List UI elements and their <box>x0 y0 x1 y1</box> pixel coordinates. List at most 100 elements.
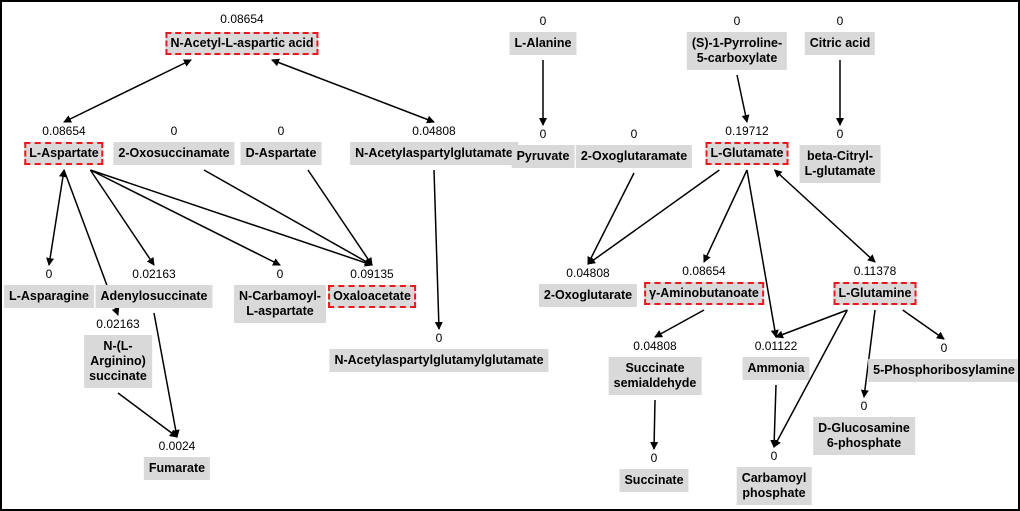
node-value: 0.04808 <box>412 124 456 138</box>
node-value: 0 <box>45 267 53 281</box>
edge-asp-to-naa <box>63 59 192 123</box>
node-label: Oxaloacetate <box>333 289 411 303</box>
edge-naag-to-naagg <box>433 169 443 330</box>
node-label: (S)-1-Pyrroline- <box>691 36 783 50</box>
node-value: 0 <box>770 449 778 463</box>
metabolite-node-naagg: N-Acetylaspartylglutamylglutamate <box>329 349 549 372</box>
metabolite-node-oxs: 2-Oxosuccinamate <box>113 142 235 165</box>
metabolite-node-dasp: D-Aspartate <box>240 142 322 165</box>
node-label: N-(L- <box>103 339 133 353</box>
metabolite-node-naa: N-Acetyl-L-aspartic acid <box>165 32 319 55</box>
node-label: L-Aspartate <box>29 146 99 160</box>
edge-glu-to-nh3 <box>746 169 779 338</box>
node-value: 0.02163 <box>96 317 140 331</box>
metabolite-node-args: N-(L-Arginino)succinate <box>84 335 152 388</box>
node-label: L-Alanine <box>514 36 572 50</box>
node-label: N-Acetylaspartylglutamate <box>355 146 513 160</box>
node-label: succinate <box>89 369 147 383</box>
metabolite-node-nh3: Ammonia <box>742 357 810 380</box>
node-value: 0 <box>539 14 547 28</box>
node-value: 0.02163 <box>132 267 176 281</box>
node-label: 2-Oxoglutaramate <box>580 149 688 163</box>
node-label: N-Carbamoyl- <box>239 289 321 303</box>
node-value: 0 <box>435 331 443 345</box>
metabolite-node-asp: L-Aspartate <box>24 142 104 165</box>
edge-oxs-to-oaa <box>203 169 373 266</box>
node-label: L-Glutamate <box>710 146 784 160</box>
edge-dasp-to-oaa <box>307 169 373 266</box>
edge-asp-to-asn <box>46 169 67 266</box>
edge-gln-to-cp <box>773 309 848 448</box>
metabolite-node-ncasp: N-Carbamoyl-L-aspartate <box>234 285 326 323</box>
metabolite-node-cit: Citric acid <box>804 32 876 55</box>
edge-asp-to-ncasp <box>89 169 281 266</box>
edge-ogm-to-akg <box>587 172 635 265</box>
node-label: Adenylosuccinate <box>100 289 208 303</box>
node-label: phosphate <box>742 486 806 500</box>
node-label: L-aspartate <box>246 304 314 318</box>
node-value: 0.09135 <box>350 267 394 281</box>
metabolite-node-glu: L-Glutamate <box>705 142 789 165</box>
node-label: Fumarate <box>148 461 206 475</box>
node-value: 0 <box>940 341 948 355</box>
edge-naa-to-naag <box>271 58 435 124</box>
metabolite-node-bcg: beta-Citryl-L-glutamate <box>799 145 881 183</box>
node-label: Succinate <box>624 473 684 487</box>
metabolite-node-ados: Adenylosuccinate <box>95 285 213 308</box>
metabolite-node-akg: 2-Oxoglutarate <box>538 284 638 307</box>
node-label: Arginino) <box>90 354 146 368</box>
node-label: 6-phosphate <box>826 436 902 450</box>
metabolite-node-ogm: 2-Oxoglutaramate <box>575 145 693 168</box>
node-value: 0 <box>276 267 284 281</box>
node-label: L-Glutamine <box>838 286 912 300</box>
node-value: 0 <box>836 127 844 141</box>
node-value: 0.04808 <box>633 339 677 353</box>
node-value: 0 <box>277 124 285 138</box>
node-label: Carbamoyl <box>741 471 807 485</box>
node-label: 2-Oxosuccinamate <box>118 146 230 160</box>
edge-glu-to-gaba <box>703 169 748 263</box>
node-value: 0 <box>539 127 547 141</box>
node-label: γ-Aminobutanoate <box>649 286 759 300</box>
edge-args-to-fum <box>117 392 178 438</box>
metabolite-node-fum: Fumarate <box>143 457 211 480</box>
node-label: L-glutamate <box>804 164 876 178</box>
metabolite-node-succ: Succinate <box>619 469 689 492</box>
node-label: N-Acetylaspartylglutamylglutamate <box>334 353 544 367</box>
edge-ados-to-fum <box>153 312 180 438</box>
node-value: 0 <box>836 14 844 28</box>
node-value: 0 <box>860 399 868 413</box>
node-label: Pyruvate <box>516 149 570 163</box>
edge-gln-to-g6p <box>860 309 876 398</box>
node-label: semialdehyde <box>613 376 697 390</box>
metabolite-node-pyr: Pyruvate <box>511 145 575 168</box>
node-label: Citric acid <box>809 36 871 50</box>
node-value: 0.19712 <box>725 124 769 138</box>
node-label: N-Acetyl-L-aspartic acid <box>170 36 314 50</box>
node-label: D-Aspartate <box>245 146 317 160</box>
node-label: 5-Phosphoribosylamine <box>873 363 1015 377</box>
node-label: Succinate <box>625 361 685 375</box>
node-value: 0.08654 <box>42 124 86 138</box>
metabolite-node-gln: L-Glutamine <box>833 282 917 305</box>
node-value: 0.11378 <box>853 264 897 278</box>
metabolite-node-ala: L-Alanine <box>509 32 577 55</box>
edge-asp-to-ados <box>89 169 155 266</box>
node-value: 0 <box>170 124 178 138</box>
node-label: L-Asparagine <box>9 289 89 303</box>
node-value: 0.08654 <box>220 12 264 26</box>
metabolite-node-gaba: γ-Aminobutanoate <box>644 282 764 305</box>
node-label: beta-Citryl- <box>807 149 873 163</box>
edge-gln-to-prpa <box>902 309 945 340</box>
node-label: Ammonia <box>747 361 805 375</box>
edge-gln-to-nh3 <box>775 309 848 339</box>
metabolite-node-p5c: (S)-1-Pyrroline-5-carboxylate <box>686 32 788 70</box>
edge-glu-to-gln <box>773 169 876 263</box>
node-value: 0 <box>733 14 741 28</box>
node-value: 0.01122 <box>754 339 798 353</box>
node-label: D-Glucosamine <box>818 421 910 435</box>
